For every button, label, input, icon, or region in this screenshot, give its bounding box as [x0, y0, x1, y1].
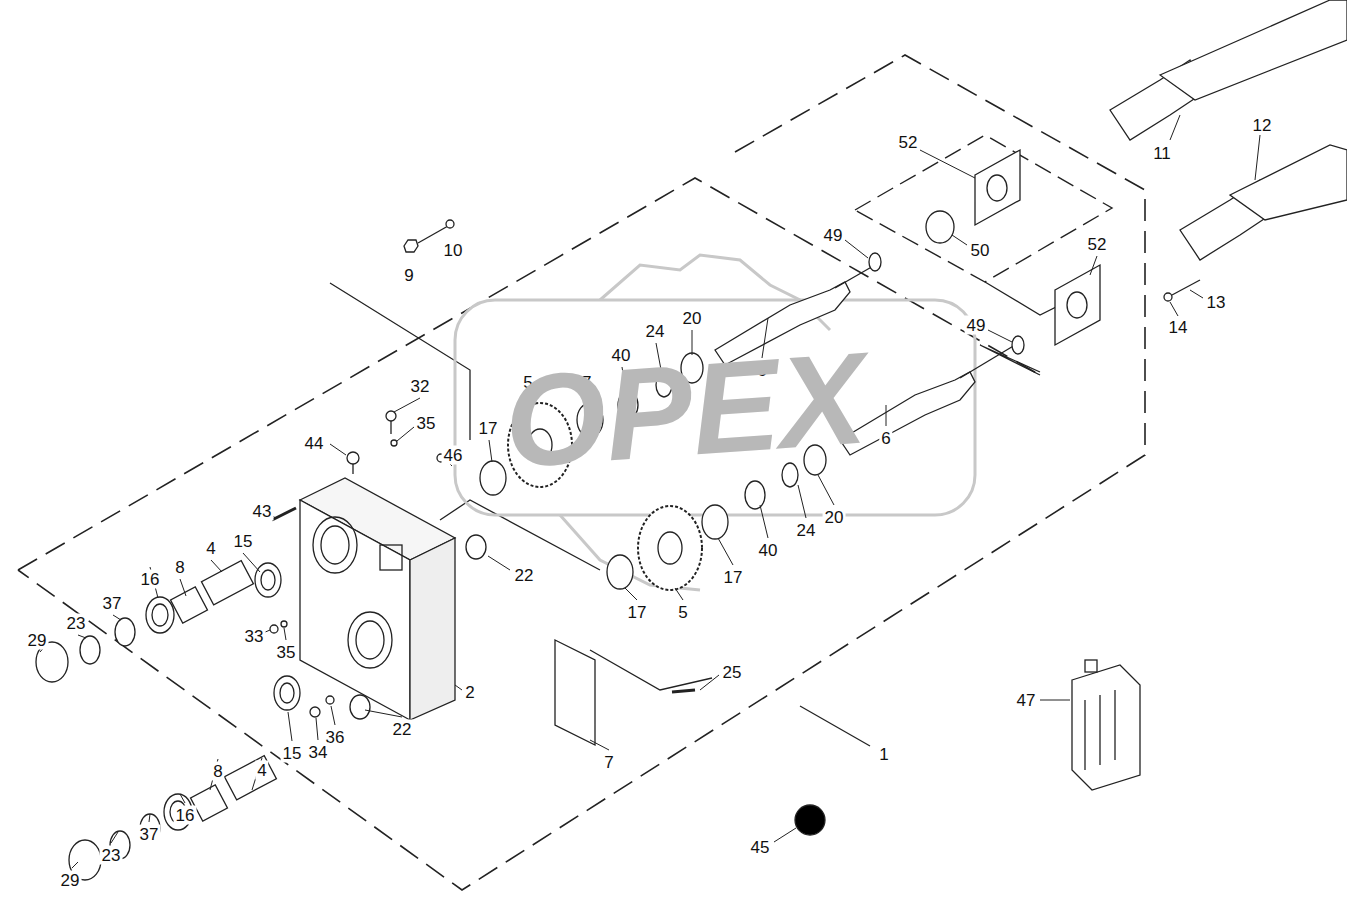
- callout-number: 47: [1015, 691, 1038, 710]
- callout-number: 7: [602, 753, 615, 772]
- callout-number: 50: [969, 241, 992, 260]
- callout-number: 46: [442, 446, 465, 465]
- callout-number: 8: [173, 558, 186, 577]
- callout-number: 33: [243, 627, 266, 646]
- callout-number: 6: [879, 429, 892, 448]
- callout-number: 11: [1151, 144, 1173, 163]
- callout-number: 24: [795, 521, 818, 540]
- watermark: OPEX: [500, 333, 869, 488]
- callout-number: 17: [722, 568, 745, 587]
- callout-number: 52: [1086, 235, 1109, 254]
- callout-number: 22: [391, 720, 414, 739]
- callout-number: 37: [101, 594, 124, 613]
- callout-number: 35: [415, 414, 438, 433]
- callout-number: 40: [757, 541, 780, 560]
- callout-number: 9: [402, 266, 415, 285]
- callout-number: 17: [477, 419, 500, 438]
- callout-number: 15: [281, 744, 304, 763]
- callout-number: 13: [1205, 293, 1228, 312]
- callout-number: 32: [409, 377, 432, 396]
- callout-number: 52: [897, 133, 920, 152]
- callout-number: 20: [681, 309, 704, 328]
- callout-number: 14: [1167, 318, 1190, 337]
- callout-number: 25: [721, 663, 744, 682]
- callout-number: 23: [65, 614, 88, 633]
- callout-number: 1: [877, 745, 890, 764]
- callout-number: 35: [275, 643, 298, 662]
- callout-number: 43: [251, 502, 274, 521]
- callout-number: 4: [255, 761, 268, 780]
- callout-number: 23: [100, 846, 123, 865]
- callout-number: 5: [676, 603, 689, 622]
- callout-number: 37: [138, 825, 161, 844]
- callout-number: 44: [303, 434, 326, 453]
- callout-number: 49: [965, 316, 988, 335]
- callout-number: 15: [232, 532, 255, 551]
- callout-number: 16: [139, 570, 162, 589]
- callout-number: 8: [211, 762, 224, 781]
- callout-number: 2: [463, 683, 476, 702]
- callout-number: 12: [1251, 116, 1274, 135]
- callout-number: 4: [204, 539, 217, 558]
- callout-number: 20: [823, 508, 846, 527]
- callout-number: 29: [59, 871, 82, 890]
- callout-number: 29: [26, 631, 49, 650]
- callout-number: 49: [822, 226, 845, 245]
- callout-number: 34: [307, 743, 330, 762]
- callout-number: 10: [442, 241, 465, 260]
- callout-number: 24: [644, 322, 667, 341]
- callout-number: 16: [174, 806, 197, 825]
- callout-number: 22: [513, 566, 536, 585]
- callout-number: 17: [626, 603, 649, 622]
- callout-number: 45: [749, 838, 772, 857]
